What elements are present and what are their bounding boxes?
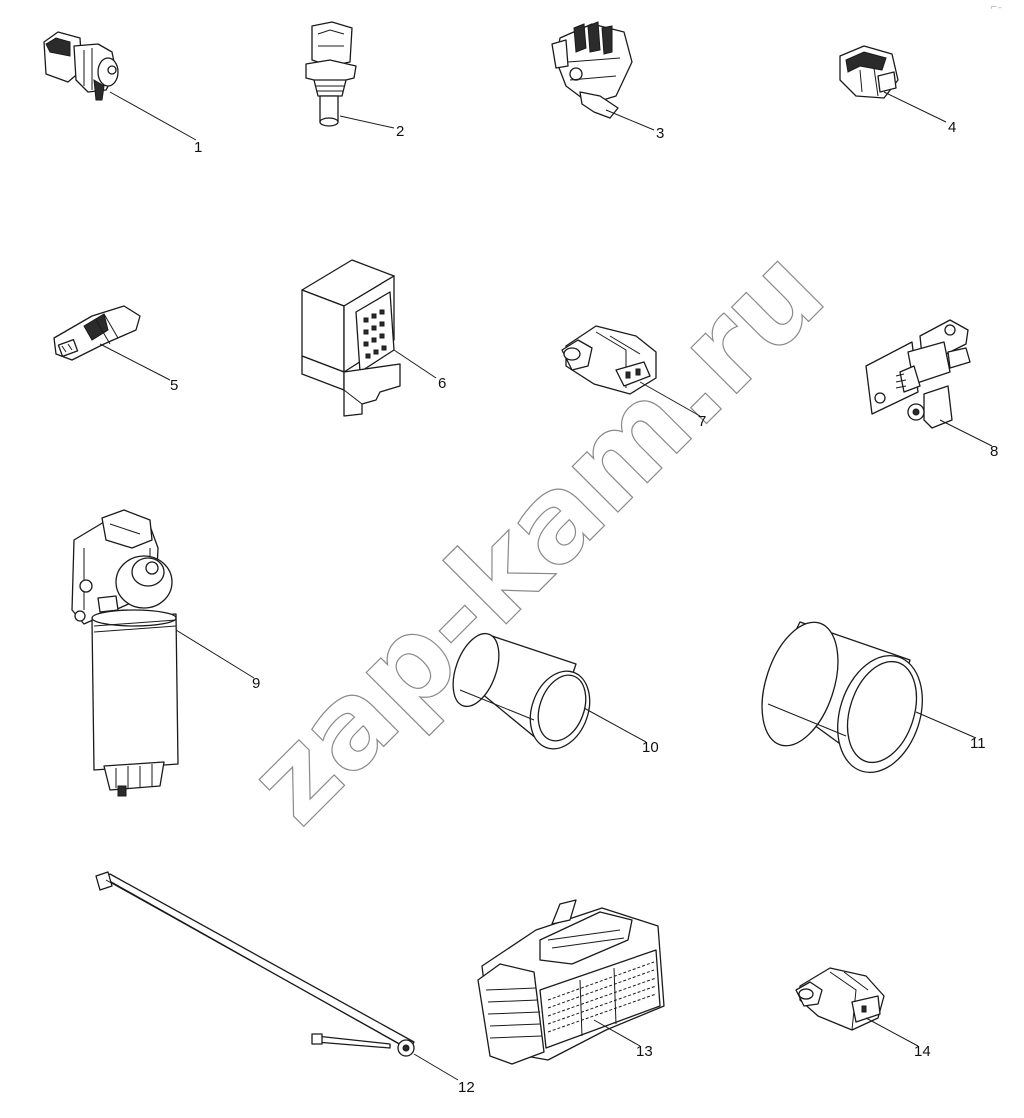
part-6-relay-block: [301, 259, 401, 417]
callout-6: 6: [438, 375, 446, 392]
callout-1: 1: [194, 139, 202, 156]
part-13-ecu-connector: [477, 899, 665, 1065]
callout-8: 8: [990, 443, 998, 460]
ecu-pin-rows: [547, 961, 657, 1033]
part-10-sleeve: [452, 632, 591, 750]
callout-3: 3: [656, 125, 664, 142]
callout-10: 10: [642, 739, 659, 756]
leader-lines: [99, 91, 993, 1081]
part-8-valve: [865, 319, 971, 429]
callout-14: 14: [914, 1043, 931, 1060]
part-7-connector: [561, 325, 657, 395]
part-3-connector: [551, 21, 633, 119]
callout-labels: 1 2 3 4 5 6 7 8 9 10 11 12 13 14: [170, 119, 998, 1096]
part-12-pipe: [95, 871, 415, 1057]
part-9-fuel-filter: [71, 509, 179, 797]
part-14-connector: [795, 967, 885, 1031]
callout-11: 11: [970, 735, 986, 752]
callout-2: 2: [396, 123, 404, 140]
callout-7: 7: [698, 413, 706, 430]
callout-5: 5: [170, 377, 178, 394]
callout-13: 13: [636, 1043, 653, 1060]
part-4-connector: [839, 45, 899, 99]
callout-9: 9: [252, 675, 260, 692]
part-2-sensor: [305, 21, 357, 127]
part-11-sleeve: [761, 621, 923, 774]
callout-12: 12: [458, 1079, 475, 1096]
part-1-connector: [43, 31, 119, 101]
corner-mark: ⌐–: [990, 3, 1003, 13]
relay-pin-grid: [363, 309, 387, 359]
callout-4: 4: [948, 119, 956, 136]
part-5-connector: [53, 305, 141, 361]
